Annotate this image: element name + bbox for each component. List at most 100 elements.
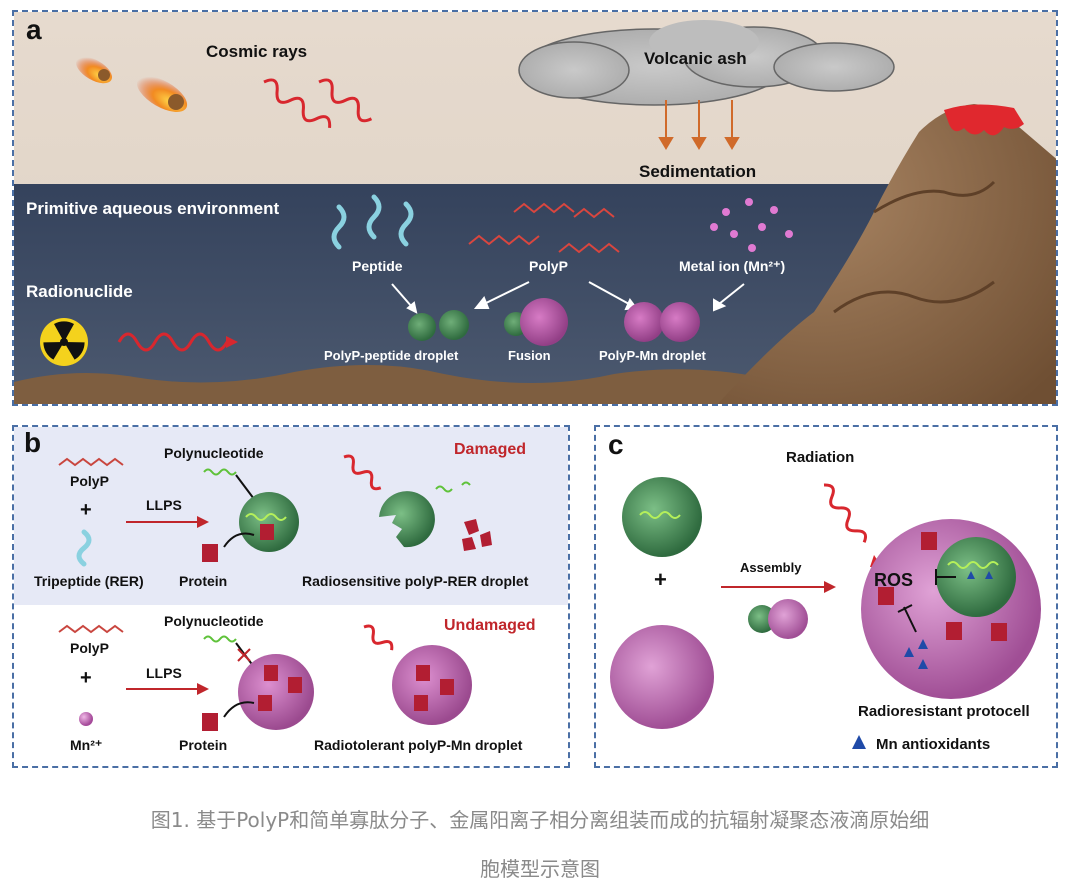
polyp-label: PolyP [70, 473, 109, 489]
purple-droplet [624, 302, 664, 342]
radionuclide-label: Radionuclide [26, 282, 133, 301]
protein-label: Protein [179, 573, 228, 589]
cosmic-rays-label: Cosmic rays [206, 42, 308, 61]
cosmic-ray-wave [263, 78, 332, 129]
protein-icon [288, 677, 302, 693]
protein-icon [440, 679, 454, 695]
volcanic-ash-label: Volcanic ash [644, 49, 747, 68]
protein-icon [260, 524, 274, 540]
broken-droplet [379, 491, 435, 548]
panel-a: a Cosmic rays Volcanic ash Sedimentation… [12, 10, 1058, 406]
figure-caption-line-1: 图1. 基于PolyP和简单寡肽分子、金属阳离子相分离组装而成的抗辐射凝聚态液滴… [150, 808, 930, 832]
polyp-peptide-droplet-label: PolyP-peptide droplet [324, 348, 459, 363]
mn-antioxidant-icon [904, 571, 993, 669]
llps-arrow [126, 683, 209, 695]
polynucleotide-fragment [435, 485, 453, 493]
llps-arrow [126, 516, 209, 528]
blocked-mark [237, 648, 251, 662]
polynucleotide-label: Polynucleotide [164, 613, 264, 629]
seabed [14, 364, 860, 404]
ash-cloud [518, 20, 895, 106]
assembly-arrow [721, 581, 836, 593]
figure-caption-line-2: 胞模型示意图 [480, 857, 600, 881]
mn-ion-icon [79, 712, 93, 726]
purple-droplet [238, 654, 314, 730]
sedimentation-arrows [658, 100, 740, 150]
polyp-mn-droplet-label: PolyP-Mn droplet [599, 348, 706, 363]
panel-a-scene [14, 12, 1056, 404]
flow-arrows [391, 281, 745, 314]
panel-letter: c [608, 429, 624, 460]
panel-c: c Radiation + Assembly ROS Radioresistan… [594, 425, 1058, 768]
green-droplet [408, 313, 436, 341]
purple-droplet [768, 599, 808, 639]
polynucleotide-fragment [461, 481, 471, 486]
lava [944, 104, 1024, 136]
purple-droplet [520, 298, 568, 346]
mn-antioxidant-legend-icon [852, 735, 866, 749]
metal-ion-label: Metal ion (Mn²⁺) [679, 258, 786, 274]
polynucleotide-icon [203, 468, 237, 476]
radiation-wave [343, 454, 382, 491]
polyp-label: PolyP [70, 640, 109, 656]
green-droplet [239, 492, 299, 552]
meteor-icon [75, 56, 113, 84]
sedimentation-label: Sedimentation [639, 162, 757, 181]
green-droplet [622, 477, 702, 557]
purple-droplet [610, 625, 714, 729]
protein-icon [264, 665, 278, 681]
mn-label: Mn²⁺ [70, 737, 103, 753]
polynucleotide-label: Polynucleotide [164, 445, 264, 461]
assembly-label: Assembly [740, 560, 802, 575]
llps-label: LLPS [146, 665, 182, 681]
protein-icon [878, 587, 894, 605]
polyp-chain-icon [58, 457, 124, 467]
radiation-wave [823, 483, 868, 543]
radionuclide-wave [117, 332, 229, 352]
protein-label: Protein [179, 737, 228, 753]
polyp-label: PolyP [529, 258, 568, 274]
radiation-wave [363, 624, 394, 651]
cosmic-ray-wave [318, 78, 373, 123]
protein-icon [991, 623, 1007, 641]
protein-icon [414, 695, 428, 711]
primitive-env-label: Primitive aqueous environment [26, 199, 280, 218]
mn-antioxidants-label: Mn antioxidants [876, 736, 991, 753]
polyp-chain-icon [58, 624, 124, 634]
radiotolerant-droplet-label: Radiotolerant polyP-Mn droplet [314, 737, 523, 753]
damaged-protein-icon [462, 519, 492, 551]
undamaged-label: Undamaged [444, 617, 536, 634]
radiosensitive-droplet-label: Radiosensitive polyP-RER droplet [302, 573, 529, 589]
peptide-icon [76, 529, 92, 567]
panel-b: b PolyP + Tripeptide (RER) LLPS Polynucl… [12, 425, 570, 768]
protein-icon [202, 544, 218, 562]
radiation-label: Radiation [786, 449, 855, 466]
protocell-label: Radioresistant protocell [858, 703, 1030, 720]
protein-icon [946, 622, 962, 640]
plus-label: + [80, 499, 92, 521]
protein-icon [416, 665, 430, 681]
panel-letter: a [26, 14, 42, 45]
plus-label: + [654, 567, 667, 592]
inhibit-mark [897, 569, 956, 633]
purple-droplet [392, 645, 472, 725]
meteor-icon [136, 76, 188, 112]
peptide-icon [331, 194, 414, 250]
protein-icon [202, 713, 218, 731]
fusion-label: Fusion [508, 348, 551, 363]
panel-letter: b [24, 427, 42, 458]
purple-droplet [660, 302, 700, 342]
protein-icon [258, 695, 272, 711]
panel-c-graphics [610, 477, 1041, 749]
tripeptide-label: Tripeptide (RER) [34, 573, 144, 589]
plus-label: + [80, 667, 92, 689]
llps-label: LLPS [146, 497, 182, 513]
green-droplet [936, 537, 1016, 617]
damaged-label: Damaged [454, 441, 527, 458]
protein-icon [921, 532, 937, 550]
panel-b-graphics [58, 454, 492, 731]
ros-label: ROS [874, 570, 914, 590]
polyp-chain-icon [468, 202, 620, 254]
green-droplet [748, 605, 776, 633]
radiation-icon [40, 318, 88, 366]
